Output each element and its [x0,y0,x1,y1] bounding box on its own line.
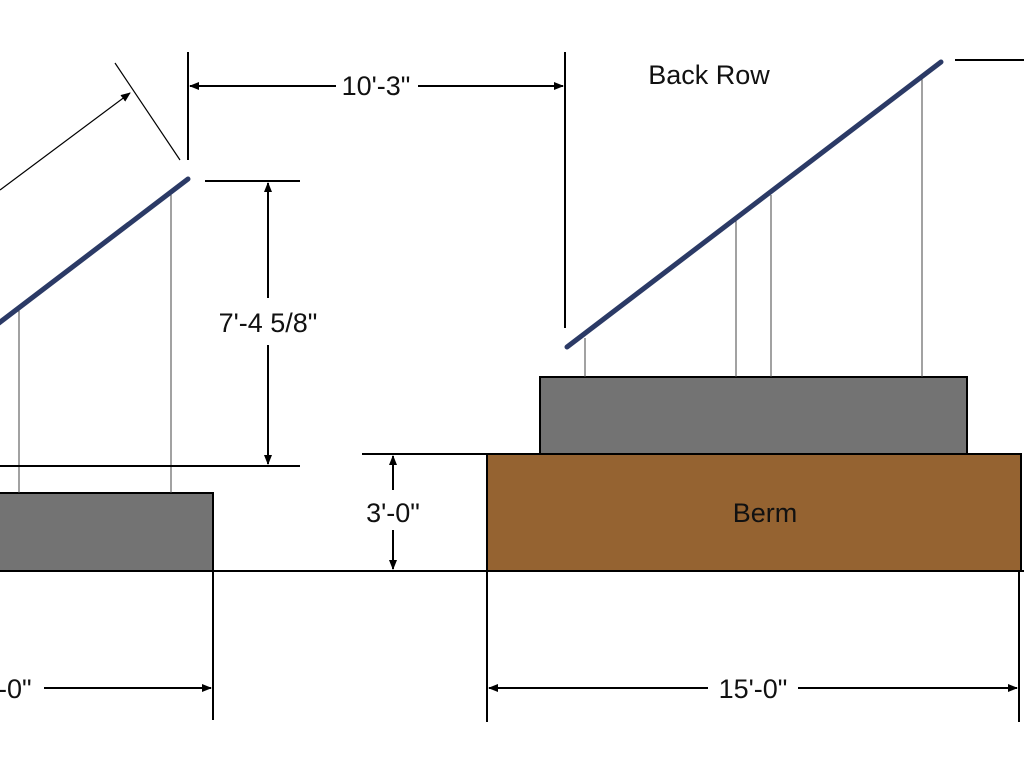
back-row-label: Back Row [648,60,770,90]
berm [486,453,1022,572]
left-width-label: -0" [0,674,32,704]
berm-height-label: 3'-0" [366,498,420,528]
berm-width-label: 15'-0" [719,674,788,704]
panel-height-label: 7'-4 5/8" [219,308,318,338]
front-row-panel [0,176,191,326]
row-spacing-label: 10'-3" [342,71,411,101]
berm-label: Berm [733,498,798,528]
panel-length-dimension [0,92,131,191]
front-row-ballast-block [0,492,214,572]
extension-line [114,62,181,161]
back-row-panel [564,59,944,350]
back-row-ballast-block [539,376,968,455]
